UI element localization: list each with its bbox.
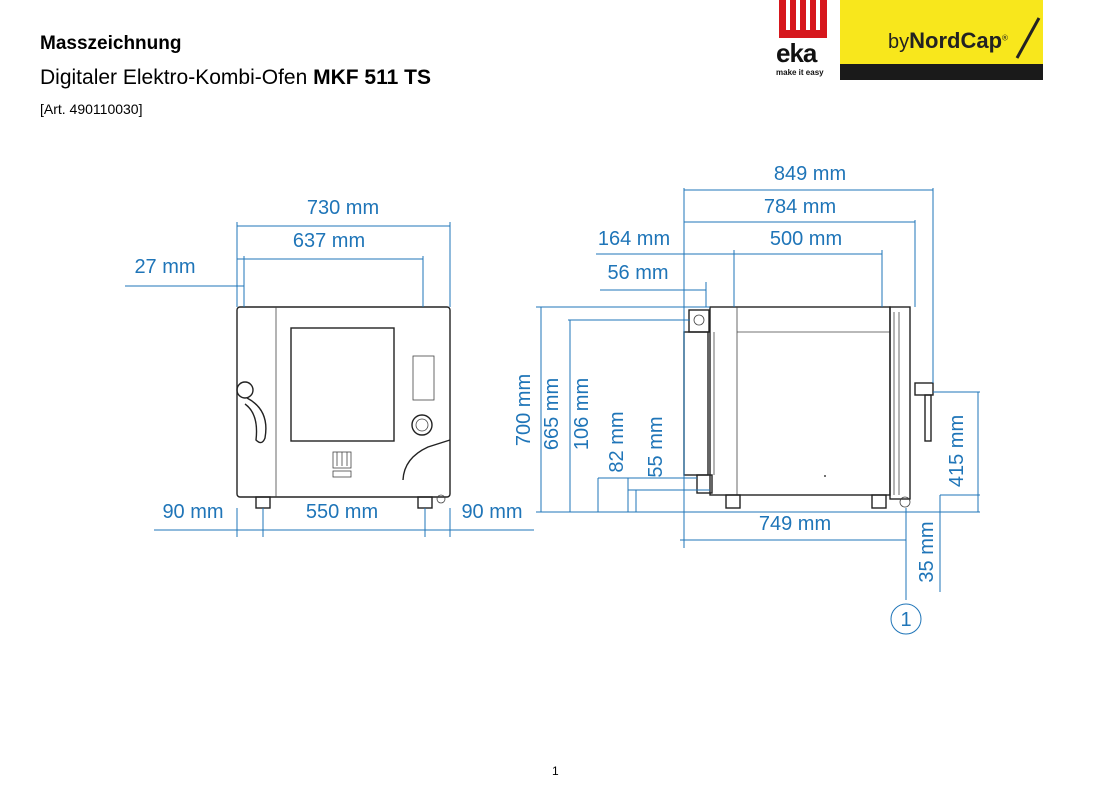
- dim-500: 500 mm: [770, 228, 842, 250]
- door-handle: [244, 397, 267, 444]
- nordcap-check-icon: [1015, 17, 1041, 59]
- control-panel-curve: [402, 439, 451, 481]
- dim-849: 849 mm: [774, 163, 846, 185]
- dim-55: 55 mm: [645, 416, 667, 477]
- front-foot-left: [255, 496, 271, 509]
- dim-550: 550 mm: [306, 501, 378, 523]
- dim-665: 665 mm: [541, 378, 563, 450]
- control-display: [412, 355, 435, 401]
- door-handle-knob: [236, 381, 254, 399]
- page-number: 1: [552, 764, 559, 778]
- side-dimensions: 849 mm 784 mm 164 mm 500 mm 56 mm 700 mm…: [513, 163, 980, 635]
- side-rear-pipe: [924, 394, 932, 442]
- eka-logo: eka make it easy: [773, 0, 835, 80]
- front-foot-right: [417, 496, 433, 509]
- drawing-title: Masszeichnung: [40, 33, 182, 54]
- eka-badge-icon: [332, 451, 352, 478]
- dim-700: 700 mm: [513, 374, 535, 446]
- side-top-hinge: [688, 309, 710, 333]
- dim-27: 27 mm: [134, 256, 195, 278]
- dim-637: 637 mm: [293, 230, 365, 252]
- dim-82: 82 mm: [606, 411, 628, 472]
- front-view: [236, 306, 451, 509]
- nordcap-bar: [840, 64, 1043, 80]
- dim-56: 56 mm: [607, 262, 668, 284]
- article-number: [Art. 490110030]: [40, 101, 143, 117]
- side-rear-panel: [889, 306, 911, 500]
- side-rear-connector: [914, 382, 934, 396]
- nordcap-wordmark: byNordCap®: [888, 28, 1008, 53]
- control-knob-icon: [411, 414, 433, 436]
- front-drain: [436, 494, 446, 504]
- model-name: MKF 511 TS: [313, 66, 431, 89]
- side-bottom-hinge: [696, 474, 713, 494]
- eka-wordmark: eka: [776, 38, 817, 68]
- front-dimensions: 730 mm 637 mm 27 mm 90 mm 550 mm 90 mm: [125, 197, 534, 537]
- dim-90-right: 90 mm: [461, 501, 522, 523]
- side-view: [683, 306, 934, 509]
- front-housing: [236, 306, 451, 498]
- dim-749: 749 mm: [759, 513, 831, 535]
- dim-90-left: 90 mm: [162, 501, 223, 523]
- eka-flame-icon: [779, 0, 827, 38]
- dim-35: 35 mm: [916, 521, 938, 582]
- dim-164: 164 mm: [598, 228, 670, 250]
- callout-number: 1: [900, 609, 911, 631]
- side-door-panel: [683, 331, 709, 476]
- side-drain: [899, 496, 911, 508]
- brand-logo: eka make it easy byNordCap®: [773, 0, 1043, 80]
- side-foot-rear: [871, 494, 887, 509]
- product-subtitle: Digitaler Elektro-Kombi-Ofen MKF 511 TS: [40, 66, 431, 89]
- side-foot-front: [725, 494, 741, 509]
- dim-730: 730 mm: [307, 197, 379, 219]
- dim-784: 784 mm: [764, 196, 836, 218]
- eka-tagline: make it easy: [776, 68, 824, 77]
- dim-415: 415 mm: [946, 415, 968, 487]
- door-window: [290, 327, 395, 442]
- dim-106: 106 mm: [571, 378, 593, 450]
- callout-circle: [890, 603, 922, 635]
